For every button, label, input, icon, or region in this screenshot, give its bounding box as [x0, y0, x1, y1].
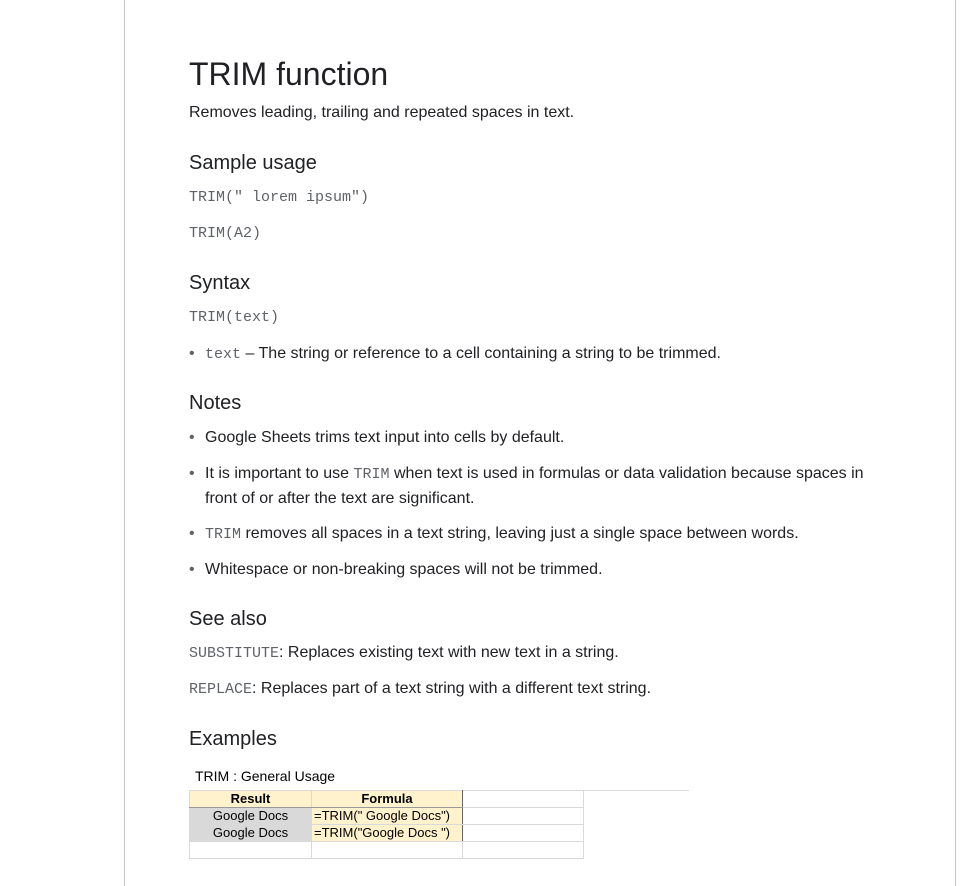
page-left-border [124, 0, 125, 886]
bullet-dot: • [189, 429, 195, 446]
syntax-heading: Syntax [189, 272, 251, 294]
note-item: • Google Sheets trims text input into ce… [189, 426, 895, 450]
notes-heading: Notes [189, 392, 242, 414]
empty-cell [462, 841, 584, 859]
see-also-link[interactable]: SUBSTITUTE [189, 645, 280, 662]
page-right-border [955, 0, 956, 886]
sheet-title: TRIM : General Usage [195, 768, 336, 784]
table-row: Google Docs =TRIM(" Google Docs") [189, 807, 584, 825]
see-also-desc: : Replaces existing text with new text i… [279, 644, 619, 661]
column-header-result: Result [189, 790, 312, 808]
syntax-signature: TRIM(text) [189, 309, 280, 326]
column-header-formula: Formula [311, 790, 463, 808]
table-row [189, 841, 584, 859]
see-also-desc: : Replaces part of a text string with a … [252, 680, 652, 697]
note-text: when text is used in formulas or data va… [205, 465, 864, 507]
result-cell[interactable]: Google Docs [189, 807, 312, 825]
bullet-dot: • [189, 345, 195, 362]
see-also-heading: See also [189, 608, 267, 630]
note-text: removes all spaces in a text string, lea… [241, 525, 799, 542]
see-also-item: REPLACE: Replaces part of a text string … [189, 678, 651, 701]
see-also-item: SUBSTITUTE: Replaces existing text with … [189, 642, 619, 665]
table-row: Google Docs =TRIM("Google Docs ") [189, 824, 584, 842]
result-cell[interactable]: Google Docs [189, 824, 312, 842]
example-table: Result Formula Google Docs =TRIM(" Googl… [189, 790, 584, 859]
examples-heading: Examples [189, 728, 277, 750]
param-desc: – The string or reference to a cell cont… [241, 345, 721, 362]
param-name: text [205, 346, 242, 363]
empty-cell [462, 807, 584, 825]
empty-cell [189, 841, 312, 859]
note-text: It is important to use [205, 465, 354, 482]
bullet-dot: • [189, 561, 195, 578]
empty-cell [311, 841, 463, 859]
note-item: • It is important to use TRIM when text … [189, 462, 895, 511]
formula-cell[interactable]: =TRIM(" Google Docs") [311, 807, 463, 825]
sample-usage-heading: Sample usage [189, 152, 317, 174]
bullet-dot: • [189, 465, 195, 482]
note-item: • TRIM removes all spaces in a text stri… [189, 522, 895, 547]
see-also-link[interactable]: REPLACE [189, 681, 253, 698]
sample-usage-line: TRIM(" lorem ipsum") [189, 189, 370, 206]
table-header-row: Result Formula [189, 790, 584, 808]
syntax-param: • text – The string or reference to a ce… [189, 342, 895, 367]
note-item: • Whitespace or non-breaking spaces will… [189, 558, 895, 582]
empty-cell [462, 824, 584, 842]
note-code: TRIM [353, 466, 390, 483]
sample-usage-line: TRIM(A2) [189, 225, 262, 242]
note-text: Google Sheets trims text input into cell… [205, 429, 565, 446]
note-code: TRIM [205, 526, 242, 543]
empty-cell [462, 790, 584, 808]
page-title: TRIM function [189, 56, 389, 92]
formula-cell[interactable]: =TRIM("Google Docs ") [311, 824, 463, 842]
note-text: Whitespace or non-breaking spaces will n… [205, 561, 603, 578]
bullet-dot: • [189, 525, 195, 542]
page-description: Removes leading, trailing and repeated s… [189, 104, 575, 121]
